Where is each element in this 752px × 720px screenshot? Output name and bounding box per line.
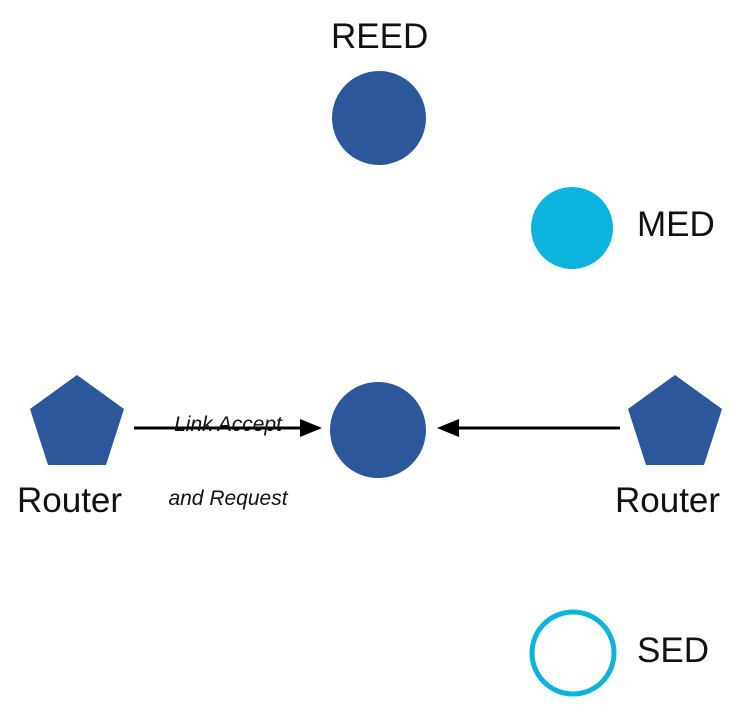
node-label-router-left: Router	[17, 481, 123, 520]
node-label-sed: SED	[637, 631, 709, 670]
node-router-left-pentagon-icon[interactable]	[30, 375, 124, 465]
node-label-router-right: Router	[615, 481, 721, 520]
node-sed-circle-icon[interactable]	[529, 609, 617, 697]
node-label-med: MED	[637, 205, 715, 244]
node-reed-circle-icon[interactable]	[332, 71, 426, 165]
edge-router-left-to-leader-arrow	[134, 419, 322, 437]
edge-label-line-1: Link Accept	[174, 412, 282, 436]
node-med-circle-icon[interactable]	[531, 187, 613, 269]
edge-label-link-accept-and-request: Link Accept and Request	[155, 363, 301, 561]
edge-router-right-to-leader-arrow	[437, 419, 620, 437]
node-label-reed: REED	[331, 17, 429, 56]
edge-label-line-2: and Request	[168, 486, 288, 510]
node-leader-circle-icon[interactable]	[330, 382, 426, 478]
node-router-right-pentagon-icon[interactable]	[628, 375, 722, 465]
